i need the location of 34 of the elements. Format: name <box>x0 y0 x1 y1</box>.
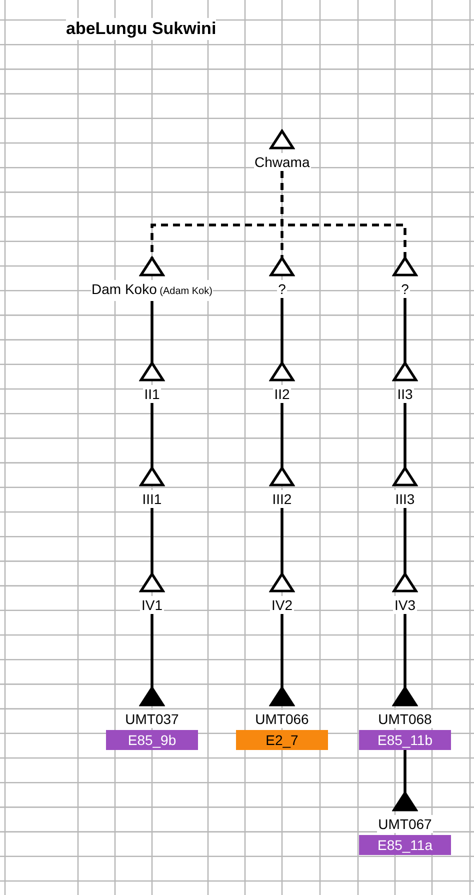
descent-line <box>404 508 406 574</box>
person-name: III1 <box>141 490 163 508</box>
person-name: Chwama <box>254 153 311 171</box>
person-name: III3 <box>394 490 416 508</box>
descent-line <box>150 301 154 363</box>
person-name: II1 <box>143 385 161 403</box>
person-name: II2 <box>273 385 291 403</box>
person-name: IV1 <box>140 596 164 614</box>
sample-tag: E85_9b <box>106 730 198 750</box>
person-name: UMT066 <box>254 710 310 728</box>
sample-tag: E2_7 <box>236 730 328 750</box>
descent-line <box>280 508 284 574</box>
descent-line <box>150 614 154 688</box>
descent-line <box>280 298 284 363</box>
dashed-line <box>280 171 406 258</box>
person-name: IV2 <box>270 596 294 614</box>
person-name: UMT068 <box>377 710 433 728</box>
sample-tag: E85_11b <box>359 730 451 750</box>
person-name: ? <box>277 280 287 298</box>
person-name: UMT067 <box>377 815 433 833</box>
title: abeLungu Sukwini <box>66 18 216 40</box>
descent-line <box>404 298 406 363</box>
descent-line <box>280 614 284 688</box>
person-name: Dam Koko (Adam Kok) <box>90 280 214 301</box>
descent-line <box>150 403 154 468</box>
descent-line <box>404 614 406 688</box>
descent-line <box>150 508 154 574</box>
descent-line <box>280 403 284 468</box>
descent-line <box>404 750 406 793</box>
person-name: UMT037 <box>124 710 180 728</box>
descent-line <box>404 403 406 468</box>
person-name: III2 <box>271 490 293 508</box>
person-name: IV3 <box>393 596 416 614</box>
sample-tag: E85_11a <box>359 835 451 855</box>
